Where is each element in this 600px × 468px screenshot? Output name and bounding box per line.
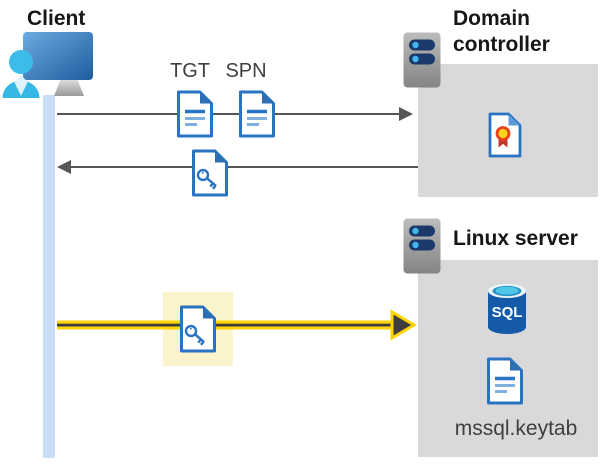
client-lifeline — [43, 95, 55, 458]
tgt-document-icon — [177, 90, 213, 138]
collar-icon — [14, 75, 28, 96]
linux-server-title: Linux server — [453, 227, 578, 250]
monitor-stand-icon — [54, 76, 84, 96]
client-icon — [2, 32, 93, 98]
server-icon — [403, 218, 441, 274]
spn-label: SPN — [225, 60, 267, 82]
auth-connection-arrow — [57, 309, 417, 341]
auth-arrowhead-icon — [390, 309, 417, 341]
keytab-document-icon — [487, 357, 523, 405]
rosette-icon — [495, 126, 511, 141]
request-arrow-line — [57, 113, 402, 115]
request-arrowhead-icon — [399, 107, 413, 121]
sql-database-icon: SQL — [488, 284, 526, 334]
key-document-icon — [180, 305, 216, 353]
key-icon — [184, 324, 205, 346]
certificate-icon — [488, 112, 522, 158]
tgt-label: TGT — [170, 60, 210, 82]
user-icon — [2, 50, 40, 98]
response-arrowhead-icon — [57, 160, 71, 174]
sql-label: SQL — [492, 304, 523, 321]
spn-document-icon — [239, 90, 275, 138]
client-title: Client — [27, 7, 86, 30]
domain-controller-title: Domain controller — [453, 7, 550, 56]
monitor-icon — [23, 32, 93, 80]
server-icon — [403, 32, 441, 88]
keytab-label: mssql.keytab — [454, 417, 578, 440]
key-icon — [196, 168, 217, 190]
response-arrow-line — [68, 166, 418, 168]
key-document-icon — [192, 149, 228, 197]
